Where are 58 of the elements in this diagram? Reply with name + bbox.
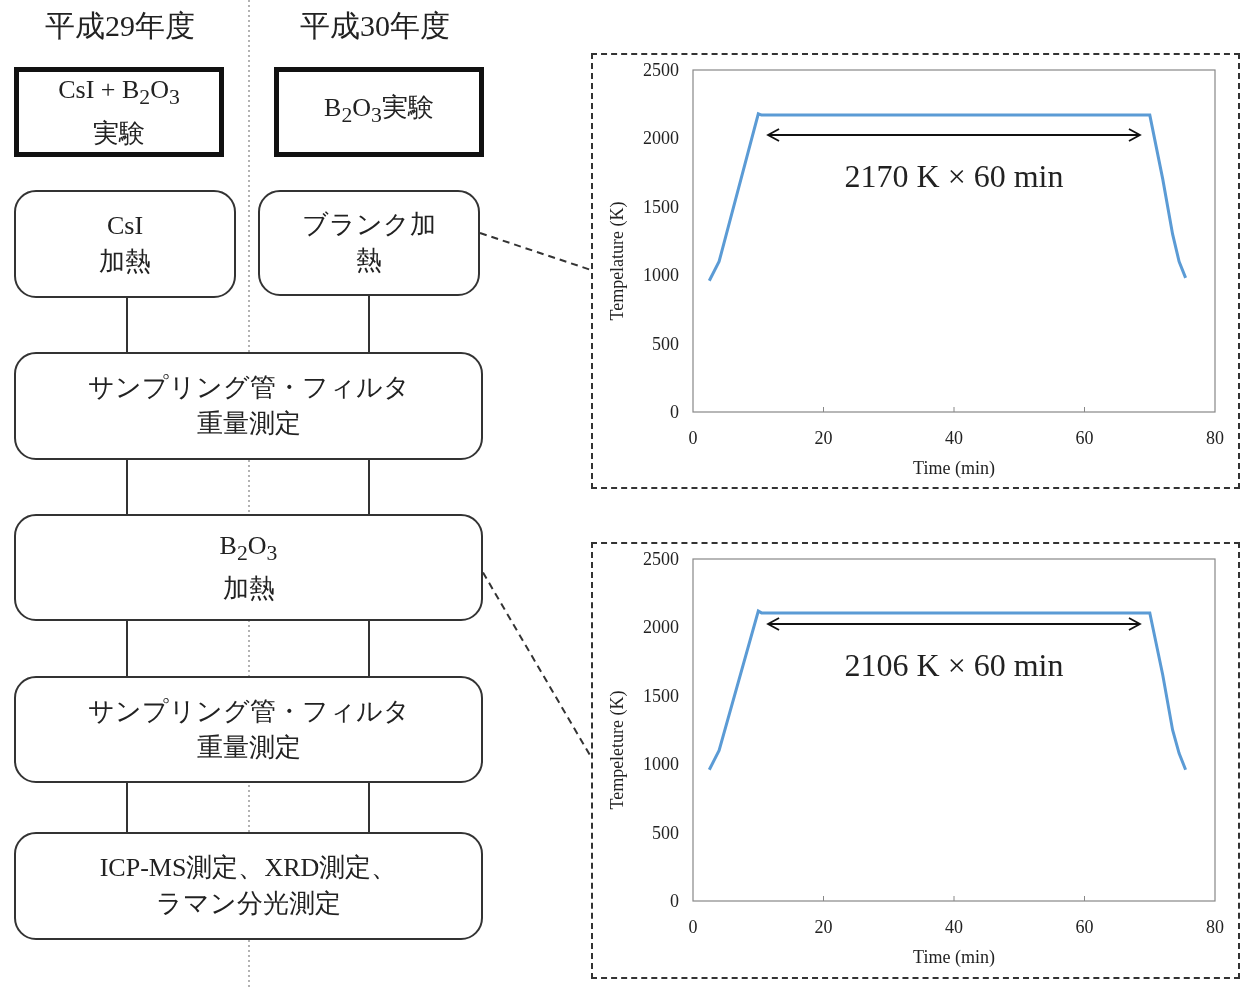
leader-line xyxy=(482,571,592,758)
tick-label: 1000 xyxy=(643,754,679,775)
annotation-text: 2106 K × 60 min xyxy=(844,647,1064,683)
process-box xyxy=(258,190,480,296)
leader-line xyxy=(479,232,592,271)
process-box xyxy=(14,676,483,783)
tick-label: 2500 xyxy=(643,549,679,569)
tick-label: 1500 xyxy=(643,685,679,706)
connector-line xyxy=(368,295,370,353)
tick-label: 40 xyxy=(945,428,963,448)
annotation-text: 2170 K × 60 min xyxy=(844,158,1064,194)
tick-label: 80 xyxy=(1206,428,1224,448)
tick-label: 20 xyxy=(814,917,833,937)
tick-label: 500 xyxy=(652,822,679,843)
tick-label: 20 xyxy=(814,428,833,448)
tick-label: 60 xyxy=(1075,428,1094,448)
tick-label: 0 xyxy=(670,402,679,422)
connector-line xyxy=(368,620,370,677)
connector-line xyxy=(368,459,370,515)
connector-line xyxy=(126,620,128,677)
process-box xyxy=(14,832,483,940)
tick-label: 1500 xyxy=(643,196,679,217)
tick-label: 60 xyxy=(1075,917,1094,937)
node-text: サンプリング管・フィルタ重量測定 xyxy=(86,695,411,764)
tick-label: 0 xyxy=(670,891,679,911)
node-text: B$_{2}$O$_{3}$実験 xyxy=(324,92,434,130)
node-text: ブランク加熱 xyxy=(301,209,437,277)
tick-label: 0 xyxy=(688,428,698,448)
experiment-box xyxy=(14,67,224,157)
tick-label: 2000 xyxy=(643,617,679,638)
process-box xyxy=(14,352,483,460)
axis-title: Tempelature (K) xyxy=(607,201,627,321)
tick-label: 500 xyxy=(652,333,679,354)
chart-panel xyxy=(591,542,1240,979)
process-box xyxy=(14,514,483,621)
axis-title: Time (min) xyxy=(913,947,995,967)
connector-line xyxy=(126,297,128,353)
tick-label: 1000 xyxy=(643,265,679,286)
tick-label: 2000 xyxy=(643,128,679,149)
chart-panel xyxy=(591,53,1240,489)
process-box xyxy=(14,190,236,298)
node-text: B$_{2}$O$_{3}$ 加熱 xyxy=(218,529,279,606)
connector-line xyxy=(368,782,370,833)
column-heading: 平成30年度 xyxy=(299,8,451,44)
tick-label: 0 xyxy=(688,917,698,937)
tick-label: 2500 xyxy=(643,60,679,80)
connector-line xyxy=(126,782,128,833)
connector-line xyxy=(126,459,128,515)
tick-label: 40 xyxy=(945,917,963,937)
node-text: CsI + B$_{2}$O$_{3}$ 実験 xyxy=(57,74,181,150)
column-heading: 平成29年度 xyxy=(44,8,196,44)
node-text: サンプリング管・フィルタ重量測定 xyxy=(86,372,411,440)
axis-title: Tempeleture (K) xyxy=(607,690,627,810)
experiment-box xyxy=(274,67,484,157)
node-text: CsI 加熱 xyxy=(98,210,152,278)
axis-title: Time (min) xyxy=(913,458,995,478)
node-text: ICP-MS測定、XRD測定、ラマン分光測定 xyxy=(98,852,399,920)
tick-label: 80 xyxy=(1206,917,1224,937)
